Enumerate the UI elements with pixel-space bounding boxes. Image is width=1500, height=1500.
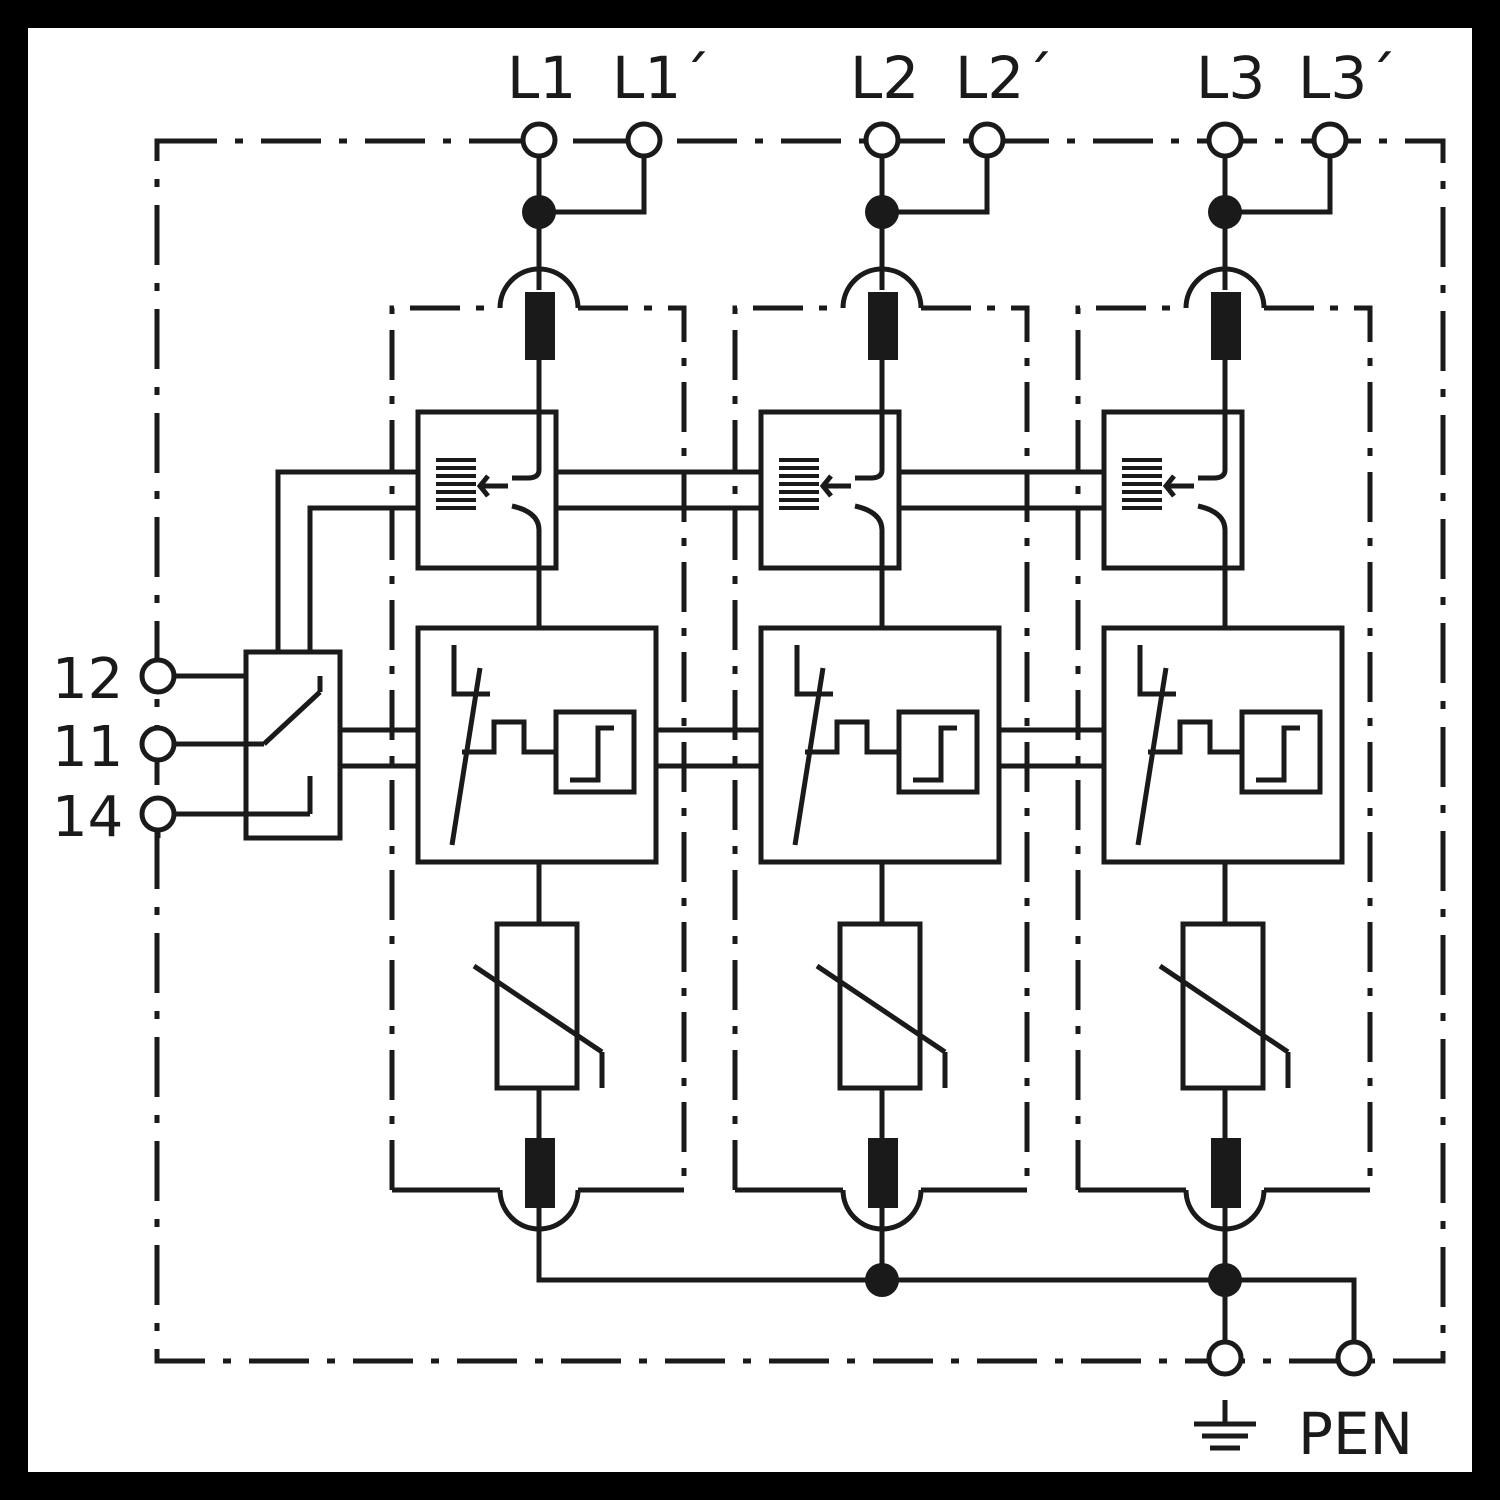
label-l1: L1: [507, 44, 576, 112]
terminal-l2-prime: [968, 121, 1006, 159]
top-terminals: [520, 121, 1349, 159]
label-14: 14: [52, 785, 123, 850]
terminal-11: [139, 725, 177, 763]
label-l2: L2: [850, 44, 919, 112]
terminal-12: [139, 657, 177, 695]
terminal-l1: [520, 121, 558, 159]
terminal-14: [139, 795, 177, 833]
label-pen: PEN: [1298, 1400, 1413, 1468]
earth-ground-icon: [1194, 1400, 1256, 1451]
diagram-canvas: L1 L1´ L2 L2´ L3 L3´ 12 11 14 PEN: [28, 28, 1472, 1472]
terminal-l3-prime: [1311, 121, 1349, 159]
remote-signal-switch-icon: [155, 649, 343, 841]
module-l3: [1078, 140, 1370, 1280]
left-terminals: [139, 657, 177, 833]
terminal-l1-prime: [625, 121, 663, 159]
label-l1-prime: L1´: [612, 44, 710, 112]
module-l2: [735, 140, 1027, 1280]
label-l3: L3: [1196, 44, 1265, 112]
label-12: 12: [52, 647, 123, 712]
signal-bus: [275, 469, 1104, 769]
bottom-terminals: [1206, 1339, 1373, 1377]
enclosure-outline: [154, 138, 1446, 1364]
terminal-l3: [1206, 121, 1244, 159]
label-11: 11: [52, 715, 123, 780]
label-l2-prime: L2´: [955, 44, 1053, 112]
module-l1: [392, 140, 684, 1280]
junction-dots: [522, 195, 1242, 1297]
label-l3-prime: L3´: [1298, 44, 1396, 112]
terminal-l2: [863, 121, 901, 159]
